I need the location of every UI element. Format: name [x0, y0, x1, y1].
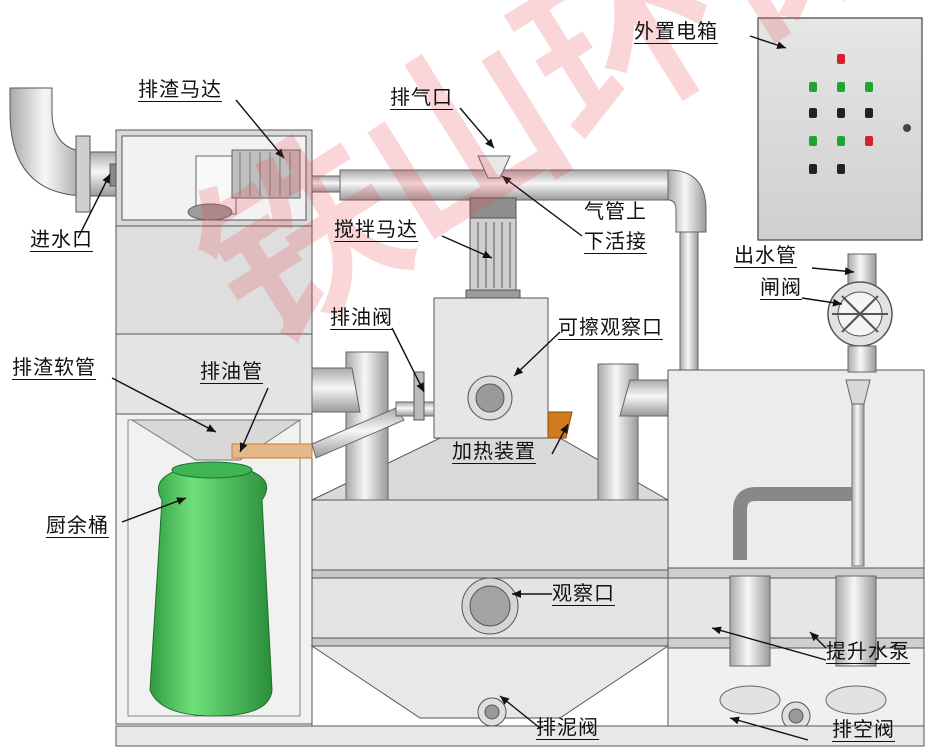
inlet-elbow-pipe — [9, 87, 121, 213]
base-skid — [115, 725, 925, 747]
label-sight-glass: 观察口 — [552, 581, 615, 606]
left-column-mid — [115, 333, 313, 415]
label-air-pipe-union-line2: 下活接 — [584, 229, 647, 254]
external-electric-box — [757, 17, 923, 241]
exhaust-pipe — [311, 155, 707, 373]
label-slag-motor: 排渣马达 — [138, 77, 222, 102]
panel-indicator-leds — [809, 54, 911, 174]
central-tank — [310, 297, 670, 727]
label-exhaust-port: 排气口 — [390, 85, 453, 110]
outlet-gate-valve — [827, 253, 893, 373]
label-lift-pump: 提升水泵 — [826, 639, 910, 664]
label-water-inlet: 进水口 — [30, 227, 93, 252]
label-air-pipe-union-line1: 气管上 — [584, 199, 647, 223]
label-heater: 加热装置 — [452, 439, 536, 464]
label-slag-hose: 排渣软管 — [12, 355, 96, 380]
label-mixer-motor: 搅拌马达 — [334, 217, 418, 242]
label-sludge-valve: 排泥阀 — [536, 715, 599, 740]
left-column-upper — [115, 225, 313, 335]
heater — [547, 411, 573, 439]
pump-tank — [667, 369, 925, 731]
label-outlet-pipe: 出水管 — [734, 243, 797, 268]
kitchen-waste-bucket — [149, 461, 273, 717]
oil-drain-pipe — [231, 371, 435, 459]
slag-motor-housing — [115, 129, 313, 227]
label-oil-drain-pipe: 排油管 — [200, 359, 263, 384]
leader-arrows — [77, 35, 855, 741]
label-wipeable-sight-glass: 可擦观察口 — [558, 315, 663, 340]
mixer-motor — [465, 197, 521, 301]
label-oil-drain-valve: 排油阀 — [330, 305, 393, 330]
label-external-electric-box: 外置电箱 — [634, 19, 718, 44]
label-drain-valve: 排空阀 — [832, 717, 895, 742]
label-gate-valve: 闸阀 — [760, 275, 802, 300]
label-kitchen-waste-bucket: 厨余桶 — [46, 513, 109, 538]
